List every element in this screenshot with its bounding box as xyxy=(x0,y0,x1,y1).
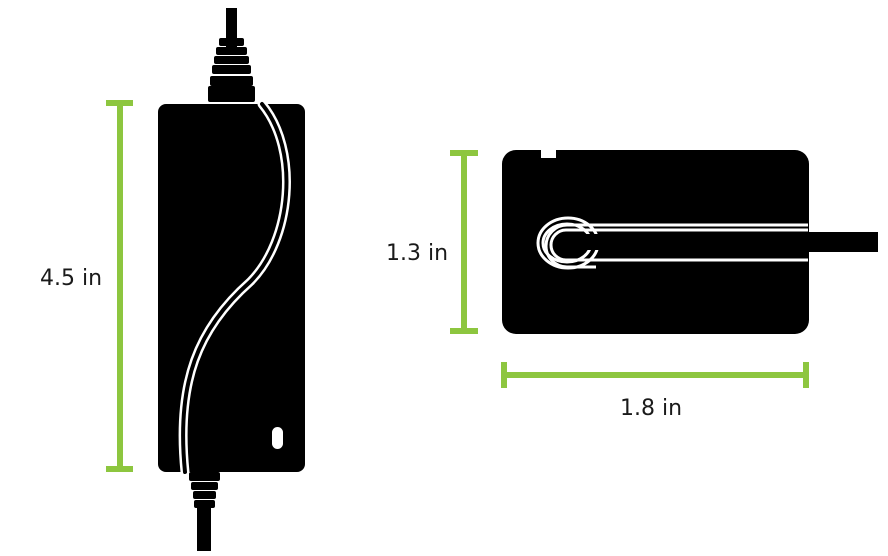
top-notch xyxy=(541,150,556,158)
adapter-body-side xyxy=(158,104,305,472)
width-dimension-line xyxy=(501,362,809,388)
end-height-dimension-line xyxy=(450,150,478,334)
end-width-label: 1.8 in xyxy=(620,396,683,421)
end-height-label: 1.3 in xyxy=(386,241,449,266)
top-cable xyxy=(226,8,237,48)
end-view xyxy=(450,150,878,388)
led-indicator xyxy=(272,427,283,449)
bottom-strain-relief xyxy=(189,472,220,508)
side-height-label: 4.5 in xyxy=(40,266,103,291)
bottom-cable xyxy=(197,506,211,551)
side-view xyxy=(106,8,305,551)
height-dimension-line xyxy=(106,100,133,472)
top-strain-relief xyxy=(208,38,255,102)
